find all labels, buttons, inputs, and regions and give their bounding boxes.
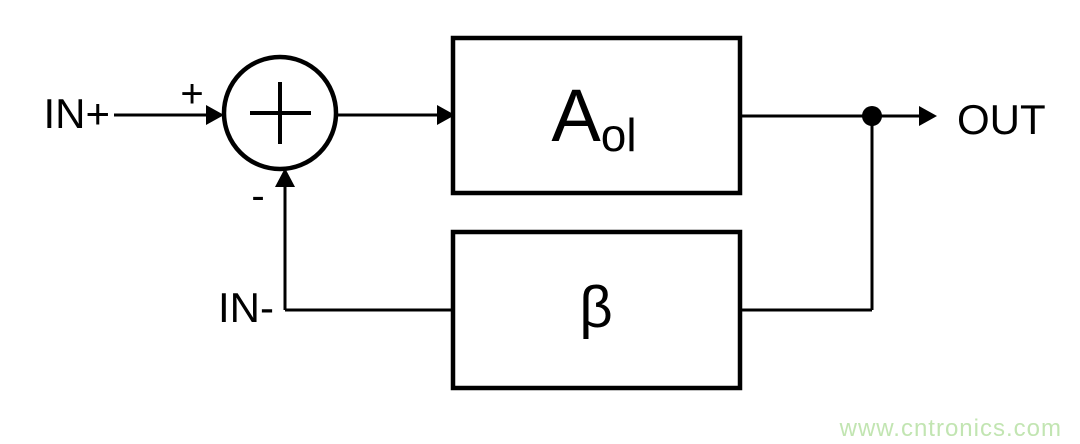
input-negative-label: IN- [218, 284, 274, 331]
gain-block [450, 35, 743, 196]
gain-block-label-subscript: ol [601, 109, 637, 161]
feedback-block [450, 229, 743, 391]
summing-plus-sign: + [180, 72, 203, 116]
gain-block-label-main: A [551, 74, 601, 157]
output-label: OUT [957, 96, 1046, 143]
feedback-block-label: β [579, 275, 612, 340]
output-arrowhead-icon [919, 106, 937, 126]
feedback-arrowhead-icon [275, 168, 295, 187]
gain-input-arrowhead-icon [437, 105, 455, 125]
input-arrowhead-icon [206, 105, 224, 125]
watermark-text: www.cntronics.com [839, 415, 1062, 442]
gain-block-label: Aol [551, 74, 636, 161]
summing-minus-sign: - [251, 174, 264, 218]
input-positive-label: IN+ [43, 90, 110, 137]
